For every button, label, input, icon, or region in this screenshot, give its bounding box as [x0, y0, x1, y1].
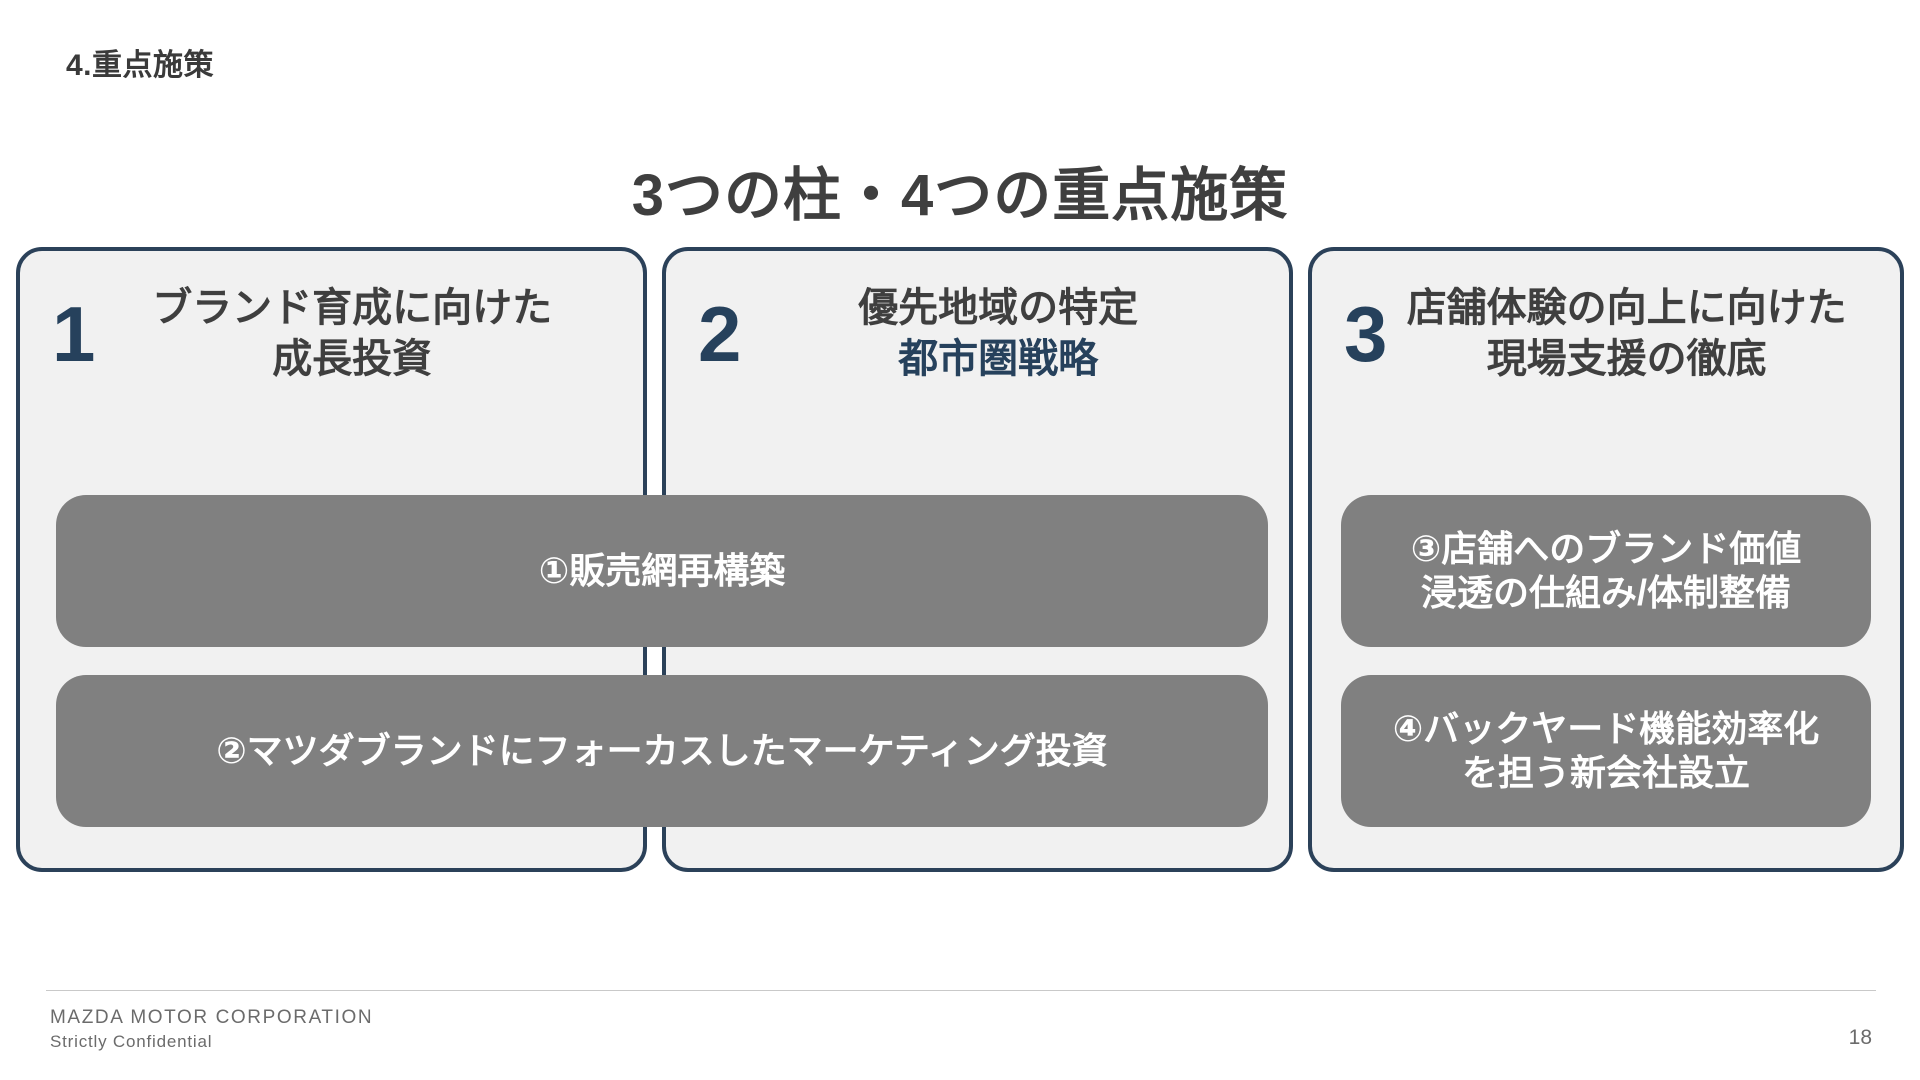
page-title: 3つの柱・4つの重点施策	[631, 163, 1289, 228]
measure-pill-2[interactable]: ②マツダブランドにフォーカスしたマーケティング投資	[56, 675, 1268, 827]
pillar-card-1-title-line2: 成長投資	[272, 337, 433, 382]
pillar-card-3-title-line1: 店舗体験の向上に向けた	[1406, 286, 1847, 330]
pillar-card-2-number: 2	[698, 290, 742, 379]
measure-pill-1[interactable]: ①販売網再構築	[56, 495, 1268, 647]
pillars-container: 1 ブランド育成に向けた 成長投資 2 優先地域の特定 都市圏戦略 3 店舗体	[16, 247, 1904, 872]
pillar-card-1-header: 1 ブランド育成に向けた 成長投資	[20, 283, 643, 385]
measure-pill-3-line2: 浸透の仕組み/体制整備	[1420, 572, 1791, 613]
pillar-card-2-title-line1: 優先地域の特定	[858, 286, 1139, 330]
measure-pill-3-line1: ③店舗へのブランド価値	[1410, 528, 1802, 570]
footer-company-name: MAZDA MOTOR CORPORATION	[50, 1007, 374, 1028]
pillar-card-2-header: 2 優先地域の特定 都市圏戦略	[666, 283, 1289, 385]
pillar-card-3-number: 3	[1344, 290, 1388, 379]
measure-pill-4[interactable]: ④バックヤード機能効率化 を担う新会社設立	[1341, 675, 1871, 827]
pillar-card-1-title: ブランド育成に向けた 成長投資	[101, 283, 629, 385]
page-number: 18	[1848, 1026, 1872, 1049]
measure-pill-4-line2: を担う新会社設立	[1461, 752, 1750, 793]
measure-pill-3[interactable]: ③店舗へのブランド価値 浸透の仕組み/体制整備	[1341, 495, 1871, 647]
pillar-card-1-title-line1: ブランド育成に向けた	[152, 286, 553, 330]
footer-confidentiality-notice: Strictly Confidential	[50, 1031, 213, 1051]
pillar-card-1-number: 1	[52, 290, 96, 379]
pillar-card-2-title: 優先地域の特定 都市圏戦略	[747, 283, 1275, 385]
pillar-card-2-title-line2: 都市圏戦略	[898, 337, 1099, 382]
pillar-card-3-title-line2: 現場支援の徹底	[1486, 337, 1767, 382]
measure-pill-4-line1: ④バックヤード機能効率化	[1392, 708, 1820, 750]
footer-divider	[46, 990, 1876, 991]
pillar-card-3-header: 3 店舗体験の向上に向けた 現場支援の徹底	[1312, 283, 1900, 385]
footer-left-block: MAZDA MOTOR CORPORATION Strictly Confide…	[50, 1005, 373, 1054]
pillar-card-3-title: 店舗体験の向上に向けた 現場支援の徹底	[1393, 283, 1886, 385]
section-eyebrow: 4.重点施策	[66, 49, 215, 82]
